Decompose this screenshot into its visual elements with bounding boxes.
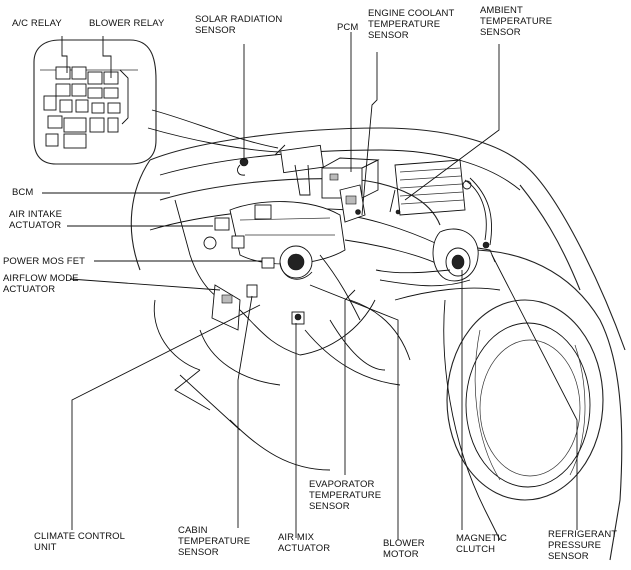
label-airflow-mode-actuator: AIRFLOW MODE ACTUATOR — [3, 273, 79, 295]
label-ac-relay: A/C RELAY — [12, 18, 62, 29]
label-blower-motor: BLOWER MOTOR — [383, 538, 425, 560]
label-climate-control-unit: CLIMATE CONTROL UNIT — [34, 531, 126, 553]
relay-box-inset — [33, 39, 281, 165]
label-engine-coolant-temperature-sensor: ENGINE COOLANT TEMPERATURE SENSOR — [368, 8, 455, 41]
hvac-unit — [203, 201, 451, 361]
label-ambient-temperature-sensor: AMBIENT TEMPERATURE SENSOR — [480, 5, 553, 38]
engine-bay-components — [339, 159, 496, 287]
label-bcm: BCM — [12, 187, 34, 198]
front-wheel — [443, 299, 604, 541]
label-air-mix-actuator: AIR MIX ACTUATOR — [278, 532, 331, 554]
label-cabin-temperature-sensor: CABIN TEMPERATURE SENSOR — [178, 525, 251, 558]
label-solar-radiation-sensor: SOLAR RADIATION SENSOR — [195, 14, 283, 36]
label-magnetic-clutch: MAGNETIC CLUTCH — [456, 533, 507, 555]
label-pcm: PCM — [337, 22, 359, 33]
leader-lines — [42, 32, 578, 540]
dashboard-assembly — [149, 144, 441, 386]
vehicle-body-outline — [130, 127, 626, 561]
label-air-intake-actuator: AIR INTAKE ACTUATOR — [9, 209, 63, 231]
label-blower-relay: BLOWER RELAY — [89, 18, 165, 29]
label-evaporator-temperature-sensor: EVAPORATOR TEMPERATURE SENSOR — [309, 479, 382, 512]
label-power-mos-fet: POWER MOS FET — [3, 256, 86, 267]
label-refrigerant-pressure-sensor: REFRIGERANT PRESSURE SENSOR — [548, 529, 618, 562]
